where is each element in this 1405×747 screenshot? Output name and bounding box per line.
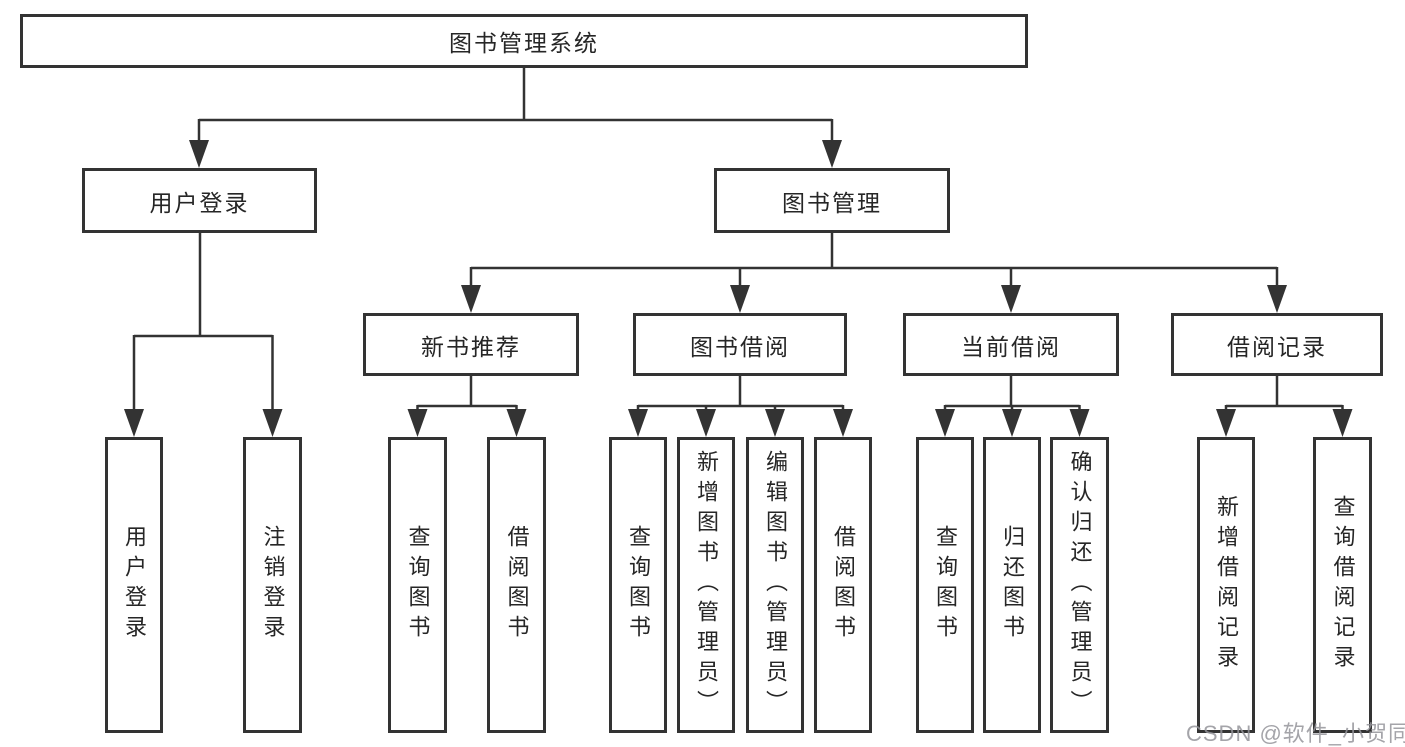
connector-currentborrow-branch: [943, 376, 1081, 411]
leaf-logout: 注销登录: [243, 437, 302, 733]
node-book-management: 图书管理: [714, 168, 950, 233]
arrow-down-icon: [1332, 409, 1353, 437]
node-current-borrow: 当前借阅: [903, 313, 1119, 376]
leaf-query-books-current: 查询图书: [916, 437, 974, 733]
connector-bookborrow-branch: [636, 376, 845, 411]
leaf-query-books-recommend: 查询图书: [388, 437, 447, 733]
arrow-down-icon: [407, 409, 428, 437]
leaf-return-book: 归还图书: [983, 437, 1041, 733]
arrow-down-icon: [1216, 409, 1236, 437]
node-book-borrow: 图书借阅: [633, 313, 847, 376]
connector-root-to-level2: [197, 68, 834, 142]
connector-book-mgmt-to-level3: [469, 233, 1279, 287]
arrow-down-icon: [124, 409, 144, 437]
arrow-down-icon: [1069, 409, 1090, 437]
arrow-down-icon: [461, 285, 481, 313]
arrow-down-icon: [1002, 409, 1022, 437]
arrow-down-icon: [1267, 285, 1287, 313]
arrow-down-icon: [765, 409, 785, 437]
leaf-add-book-admin: 新增图书（管理员）: [677, 437, 735, 733]
arrow-down-icon: [189, 140, 209, 168]
leaf-edit-book-admin: 编辑图书（管理员）: [746, 437, 804, 733]
csdn-watermark: CSDN @软件_小贺同学: [1186, 721, 1405, 746]
arrow-down-icon: [730, 285, 750, 313]
connector-user-login-branch: [132, 233, 274, 411]
node-root: 图书管理系统: [20, 14, 1028, 68]
arrow-down-icon: [628, 409, 648, 437]
node-user-login: 用户登录: [82, 168, 317, 233]
arrow-down-icon: [935, 409, 955, 437]
leaf-borrow-books: 借阅图书: [814, 437, 872, 733]
arrow-down-icon: [262, 409, 283, 437]
leaf-add-borrow-record: 新增借阅记录: [1197, 437, 1255, 733]
connector-newbook-branch: [416, 376, 518, 411]
arrow-down-icon: [1001, 285, 1021, 313]
arrow-down-icon: [822, 140, 842, 168]
arrow-down-icon: [696, 409, 716, 437]
leaf-borrow-books-recommend: 借阅图书: [487, 437, 546, 733]
leaf-user-login: 用户登录: [105, 437, 163, 733]
connector-records-branch: [1224, 376, 1344, 411]
leaf-query-borrow-record: 查询借阅记录: [1313, 437, 1372, 733]
node-borrow-records: 借阅记录: [1171, 313, 1383, 376]
leaf-query-books-borrow: 查询图书: [609, 437, 667, 733]
arrow-down-icon: [833, 409, 853, 437]
arrow-down-icon: [506, 409, 527, 437]
node-new-book-recommend: 新书推荐: [363, 313, 579, 376]
leaf-confirm-return-admin: 确认归还（管理员）: [1050, 437, 1109, 733]
